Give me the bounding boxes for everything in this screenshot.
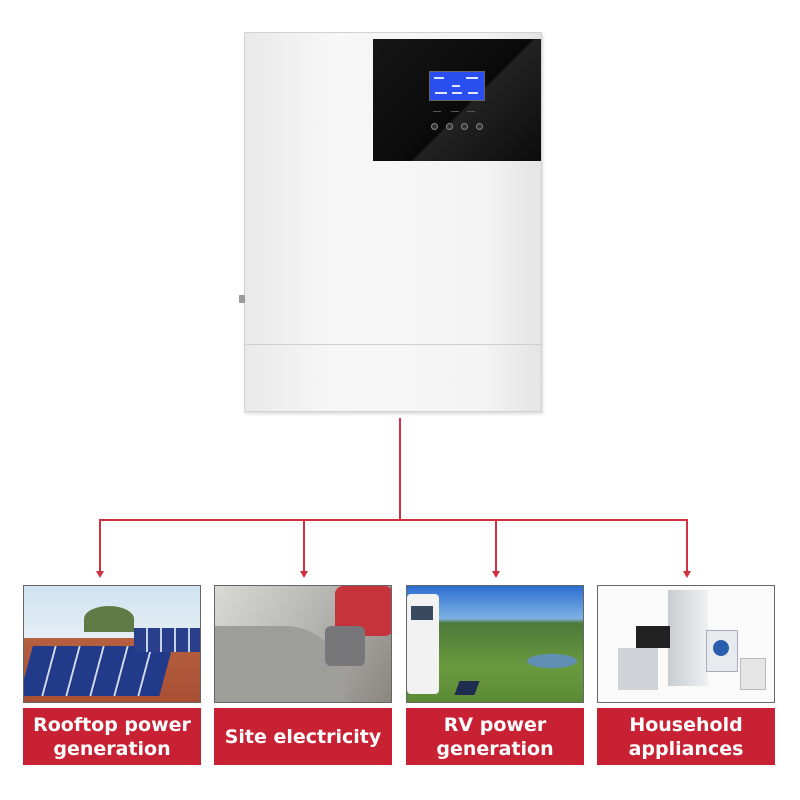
connector-drop — [99, 520, 101, 572]
side-knob — [239, 295, 245, 303]
application-card: Site electricity — [214, 585, 392, 765]
arrow-down-icon — [492, 571, 500, 578]
rooftop-solar-panels-photo — [23, 585, 201, 703]
application-card: Rooftop power generation — [23, 585, 201, 765]
inverter-unit — [239, 32, 542, 412]
panel-button[interactable] — [446, 123, 453, 130]
control-panel — [373, 39, 541, 161]
led-indicator — [451, 111, 459, 112]
bottom-cover-seam — [245, 344, 541, 345]
panel-button[interactable] — [461, 123, 468, 130]
connector-trunk — [399, 418, 401, 521]
application-card: RV power generation — [406, 585, 584, 765]
panel-button[interactable] — [476, 123, 483, 130]
application-label: Household appliances — [597, 708, 775, 765]
connector-bus — [99, 519, 688, 521]
application-label: Site electricity — [214, 708, 392, 765]
angle-grinder-cutting-photo — [214, 585, 392, 703]
panel-button[interactable] — [431, 123, 438, 130]
application-card: Household appliances — [597, 585, 775, 765]
led-indicator — [467, 111, 475, 112]
connector-drop — [686, 520, 688, 572]
led-indicator — [433, 111, 441, 112]
arrow-down-icon — [683, 571, 691, 578]
application-label: RV power generation — [406, 708, 584, 765]
home-appliances-photo — [597, 585, 775, 703]
connector-drop — [303, 520, 305, 572]
application-label: Rooftop power generation — [23, 708, 201, 765]
arrow-down-icon — [96, 571, 104, 578]
connector-drop — [495, 520, 497, 572]
rv-with-solar-panel-photo — [406, 585, 584, 703]
arrow-down-icon — [300, 571, 308, 578]
lcd-screen — [429, 71, 485, 101]
